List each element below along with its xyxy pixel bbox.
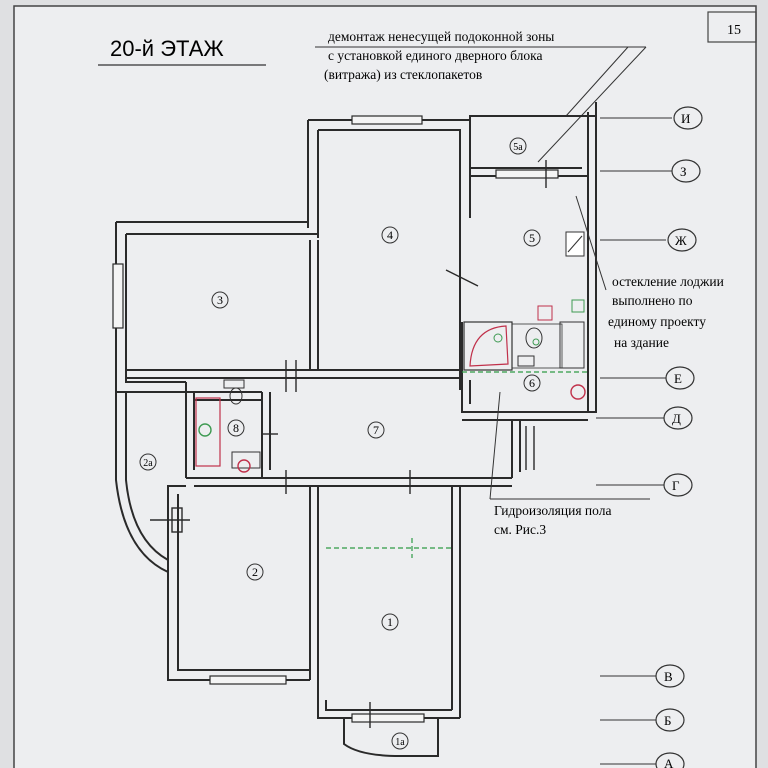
room-label: 2	[252, 565, 258, 579]
room-label: 5а	[513, 142, 523, 153]
axis-label: Д	[672, 411, 681, 426]
room-bubbles	[139, 137, 541, 750]
page-number: 15	[727, 23, 741, 38]
axis-label: З	[680, 164, 687, 179]
floor-title: 20-й ЭТАЖ	[110, 36, 224, 61]
note-line: единому проекту	[608, 314, 706, 329]
axis-bubbles	[655, 106, 703, 768]
note-line: остекление лоджии	[612, 274, 724, 289]
page-number-box	[707, 11, 757, 43]
windows	[112, 115, 559, 723]
note-line: демонтаж ненесущей подоконной зоны	[328, 29, 554, 44]
axis-lines	[596, 117, 672, 765]
note-line: выполнено по	[612, 293, 693, 308]
room-label: 2а	[143, 458, 153, 469]
partition-marks	[150, 160, 547, 728]
new-partitions	[326, 371, 588, 558]
room-label: 1а	[395, 737, 405, 748]
sheet-frame	[13, 5, 757, 768]
note-waterproofing: Гидроизоляция пола см. Рис.3	[489, 391, 650, 537]
axis-label: Ж	[675, 233, 687, 248]
axis-labels: И З Ж Е Д Г В Б А	[664, 111, 690, 768]
axis-label: А	[664, 756, 674, 768]
room-label: 6	[529, 376, 535, 390]
note-line: с установкой единого дверного блока	[328, 48, 543, 63]
note-line: Гидроизоляция пола	[494, 503, 611, 518]
axis-label: Б	[664, 713, 671, 728]
axis-label: В	[664, 669, 673, 684]
room-label: 1	[387, 615, 393, 629]
note-line: см. Рис.3	[494, 522, 546, 537]
note-line: (витража) из стеклопакетов	[324, 67, 482, 82]
bathroom-6-fixtures	[463, 299, 586, 400]
room-label: 5	[529, 231, 535, 245]
note-line: на здание	[614, 335, 669, 350]
room-labels: 1 1а 2 2а 3 4 5 5а 6 7 8	[143, 142, 535, 748]
axis-label: И	[681, 111, 690, 126]
room-label: 3	[217, 293, 223, 307]
note-loggia-glazing: остекление лоджии выполнено по единому п…	[575, 195, 724, 350]
bathroom-8-fixtures	[195, 379, 261, 473]
axis-label: Г	[672, 478, 680, 493]
room-label: 8	[233, 421, 239, 435]
room-label: 7	[373, 423, 379, 437]
room-label: 4	[387, 228, 393, 242]
axis-label: Е	[674, 371, 682, 386]
note-window-removal: демонтаж ненесущей подоконной зоны с уст…	[315, 29, 647, 163]
